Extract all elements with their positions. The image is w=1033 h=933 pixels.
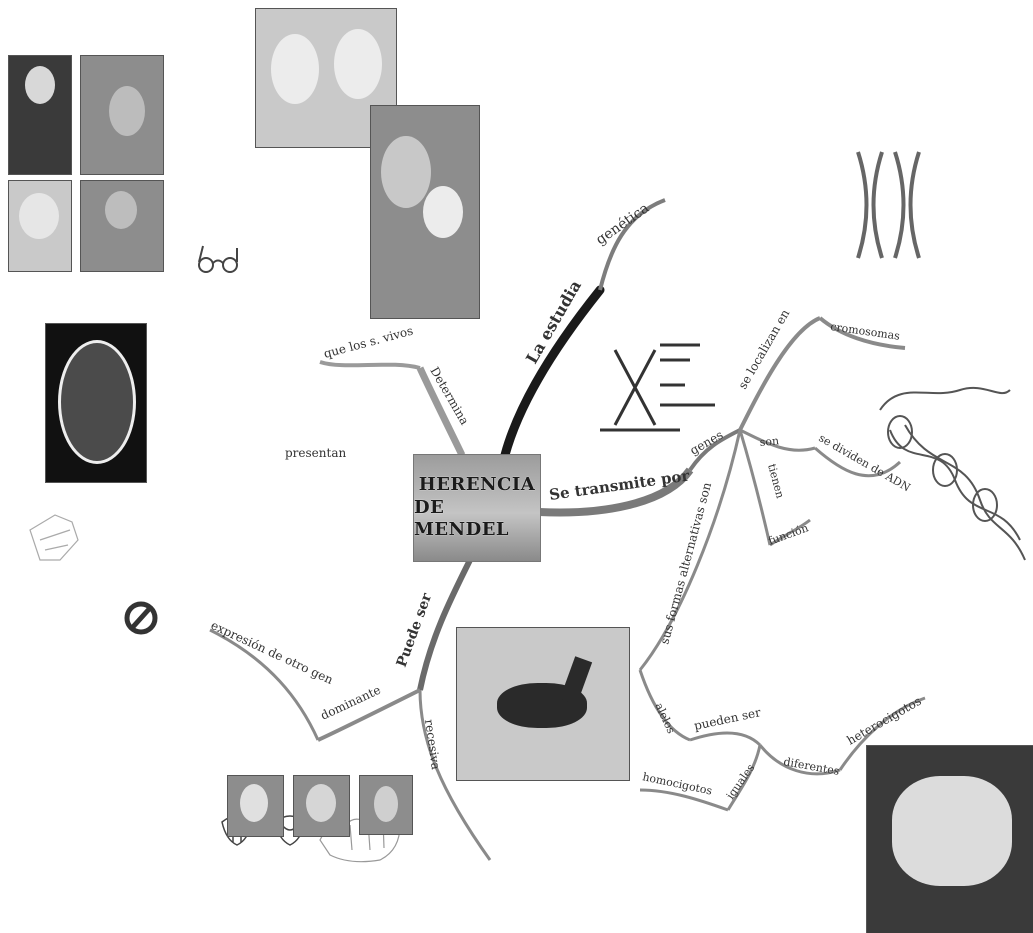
branch-pueden-ser xyxy=(690,733,760,745)
photo-ear-closeup xyxy=(359,775,413,835)
photo-father-child xyxy=(370,105,480,319)
photo-horse xyxy=(456,627,630,781)
photo-woman-earlobe xyxy=(227,775,284,837)
photo-young-man xyxy=(80,180,164,272)
label-recesiva: recesiva xyxy=(422,718,443,770)
photo-white-tiger xyxy=(866,745,1033,933)
prohibited-icon xyxy=(127,604,155,632)
branch-homocigotos xyxy=(640,790,728,810)
photo-person-glasses xyxy=(8,55,72,175)
photo-woman-profile xyxy=(80,55,164,175)
label-dominante: dominante xyxy=(318,683,383,723)
photo-child-tongue xyxy=(293,775,350,837)
label-iguales: iguales xyxy=(724,761,758,801)
label-presentan: presentan xyxy=(285,446,346,460)
central-topic-line2: DE MENDEL xyxy=(414,497,540,542)
chromosome-pair-icon xyxy=(858,152,919,258)
branch-que-los-s-vivos xyxy=(320,362,420,368)
label-funcion: función xyxy=(767,521,811,547)
label-expresion-de-otro-gen: expresión de otro gen xyxy=(209,618,336,687)
photo-brain-scan xyxy=(45,323,147,483)
label-pueden-ser: pueden ser xyxy=(693,705,763,733)
photo-elderly-woman xyxy=(8,180,72,272)
label-se-transmite-por: Se transmite por xyxy=(548,466,691,504)
label-heterocigotos: heterocigotos xyxy=(845,694,924,748)
dna-helix-icon xyxy=(880,388,1025,560)
central-topic[interactable]: HERENCIA DE MENDEL xyxy=(413,454,541,562)
central-topic-line1: HERENCIA xyxy=(419,474,536,497)
label-genetica: genética xyxy=(593,200,652,248)
chromosome-icon xyxy=(600,345,715,430)
label-alelos: alelos xyxy=(652,701,678,736)
label-tienen: tienen xyxy=(765,462,787,499)
label-son: son xyxy=(759,434,779,449)
hand-sketch-icon xyxy=(30,515,78,560)
label-que-los-s-vivos: que los s. vivos xyxy=(322,324,414,361)
label-formas-alternativas: sus formas alternativas son xyxy=(657,481,714,646)
glasses-icon xyxy=(199,246,237,272)
